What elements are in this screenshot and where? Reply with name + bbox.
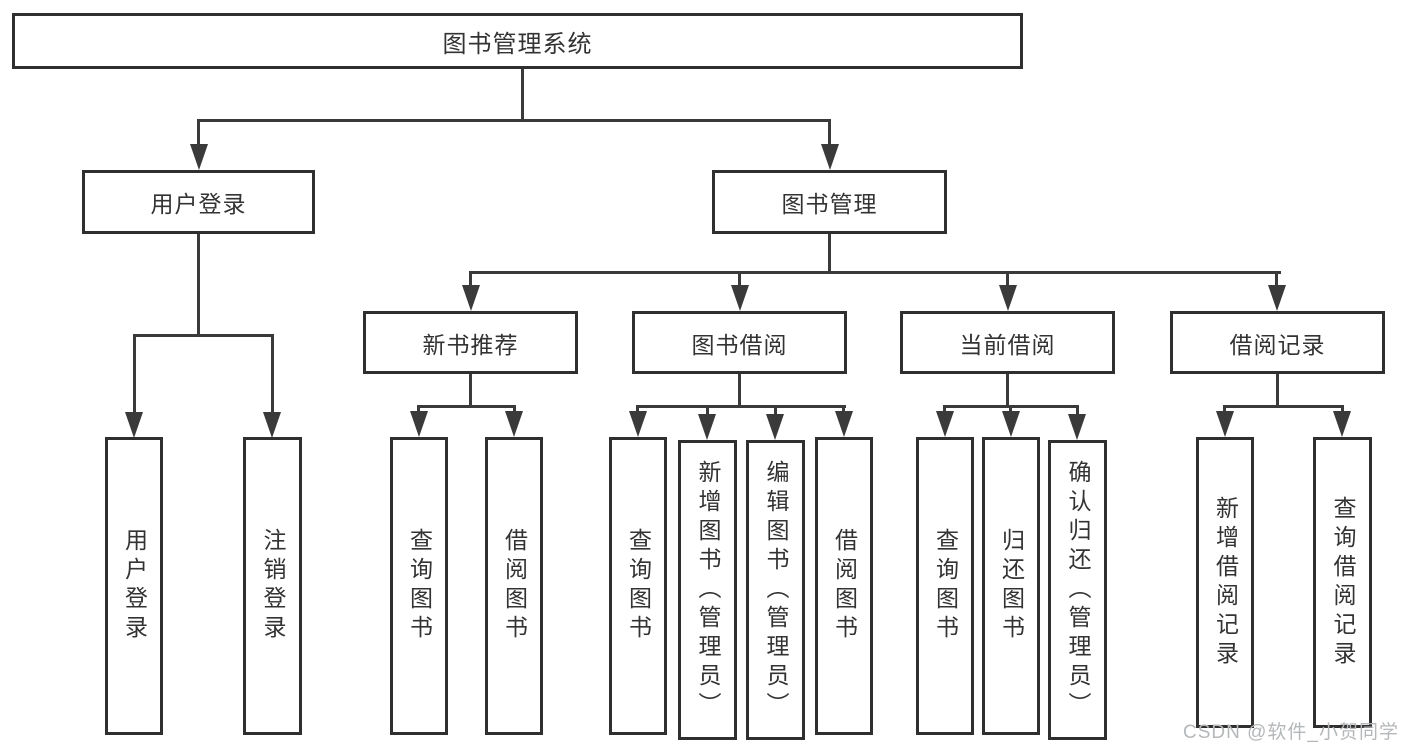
arrowhead-down-icon xyxy=(1333,411,1351,437)
leaf-label: 查询图书 xyxy=(932,528,959,644)
leaf-label: 查询图书 xyxy=(406,528,433,644)
connector-line xyxy=(1009,405,1012,415)
arrowhead-down-icon xyxy=(936,411,954,437)
node-current-borrowing: 当前借阅 xyxy=(900,311,1115,374)
connector-line xyxy=(133,334,136,414)
arrowhead-down-icon xyxy=(1002,411,1020,437)
connector-line xyxy=(521,69,524,120)
leaf-label: 归还图书 xyxy=(998,528,1025,644)
connector-line xyxy=(1275,271,1278,288)
connector-line xyxy=(417,405,420,415)
arrowhead-down-icon xyxy=(698,414,716,440)
connector-line xyxy=(469,374,472,407)
node-label: 当前借阅 xyxy=(959,331,1056,358)
connector-line xyxy=(738,271,741,288)
connector-line xyxy=(1276,374,1279,407)
node-label: 用户登录 xyxy=(150,191,247,217)
leaf-query-books-recommend: 查询图书 xyxy=(390,437,448,735)
leaf-query-borrow-record: 查询借阅记录 xyxy=(1313,437,1372,728)
leaf-label: 注销登录 xyxy=(260,528,286,644)
connector-line xyxy=(197,234,200,337)
connector-line xyxy=(637,405,846,408)
connector-line xyxy=(1223,405,1226,415)
leaf-add-borrow-record: 新增借阅记录 xyxy=(1196,437,1254,728)
leaf-label: 确认归还（管理员） xyxy=(1065,459,1091,721)
node-label: 图书管理系统 xyxy=(442,30,593,58)
connector-line xyxy=(943,405,946,415)
leaf-confirm-return-admin: 确认归还（管理员） xyxy=(1048,440,1107,740)
arrowhead-down-icon xyxy=(410,411,428,437)
node-library-system: 图书管理系统 xyxy=(12,13,1023,69)
connector-line xyxy=(828,234,831,274)
connector-line xyxy=(197,119,831,122)
connector-line xyxy=(636,405,639,415)
arrowhead-down-icon xyxy=(462,285,480,311)
arrowhead-down-icon xyxy=(731,285,749,311)
leaf-label: 借阅图书 xyxy=(831,528,858,644)
arrowhead-down-icon xyxy=(821,144,839,170)
connector-line xyxy=(271,334,274,414)
leaf-label: 用户登录 xyxy=(121,528,148,644)
arrowhead-down-icon xyxy=(835,411,853,437)
node-label: 图书借阅 xyxy=(691,331,788,358)
connector-line xyxy=(469,271,1281,274)
arrowhead-down-icon xyxy=(1268,285,1286,311)
arrowhead-down-icon xyxy=(999,285,1017,311)
connector-line xyxy=(774,405,777,415)
node-label: 图书管理 xyxy=(781,191,878,217)
node-new-book-recommend: 新书推荐 xyxy=(363,311,578,374)
connector-line xyxy=(1006,374,1009,407)
connector-line xyxy=(1006,271,1009,288)
node-label: 新书推荐 xyxy=(422,331,519,358)
leaf-label: 查询借阅记录 xyxy=(1330,495,1356,670)
leaf-label: 编辑图书（管理员） xyxy=(763,459,789,721)
leaf-add-books-admin: 新增图书（管理员） xyxy=(678,440,737,740)
leaf-logout: 注销登录 xyxy=(243,437,302,735)
leaf-borrow-books-recommend: 借阅图书 xyxy=(485,437,543,735)
leaf-label: 借阅图书 xyxy=(501,528,528,644)
leaf-label: 新增图书（管理员） xyxy=(695,459,721,721)
connector-line xyxy=(469,271,472,288)
connector-line xyxy=(133,334,274,337)
arrowhead-down-icon xyxy=(629,411,647,437)
leaf-user-login: 用户登录 xyxy=(105,437,163,735)
arrowhead-down-icon xyxy=(1068,414,1086,440)
node-label: 借阅记录 xyxy=(1229,331,1326,358)
connector-line xyxy=(842,405,845,415)
arrowhead-down-icon xyxy=(125,412,143,438)
arrowhead-down-icon xyxy=(766,414,784,440)
arrowhead-down-icon xyxy=(263,412,281,438)
connector-line xyxy=(418,405,516,408)
connector-line xyxy=(738,374,741,407)
arrowhead-down-icon xyxy=(1216,411,1234,437)
connector-line xyxy=(1223,405,1344,408)
connector-line xyxy=(197,119,200,146)
leaf-label: 查询图书 xyxy=(625,528,652,644)
leaf-borrow-books-borrowing: 借阅图书 xyxy=(815,437,873,735)
arrowhead-down-icon xyxy=(505,411,523,437)
leaf-label: 新增借阅记录 xyxy=(1212,495,1239,670)
node-book-borrowing: 图书借阅 xyxy=(632,311,847,374)
arrowhead-down-icon xyxy=(190,144,208,170)
connector-line xyxy=(1341,405,1344,415)
csdn-watermark: CSDN @软件_小贺同学 xyxy=(1183,722,1399,743)
leaf-return-books: 归还图书 xyxy=(982,437,1040,735)
node-borrowing-records: 借阅记录 xyxy=(1170,311,1385,374)
connector-line xyxy=(1076,405,1079,415)
connector-line xyxy=(828,119,831,146)
connector-line xyxy=(513,405,516,415)
node-book-management: 图书管理 xyxy=(712,170,947,234)
connector-line xyxy=(706,405,709,415)
leaf-query-books-borrowing: 查询图书 xyxy=(609,437,667,735)
leaf-edit-books-admin: 编辑图书（管理员） xyxy=(746,440,805,740)
leaf-query-books-current: 查询图书 xyxy=(916,437,974,735)
node-user-login: 用户登录 xyxy=(82,170,315,234)
